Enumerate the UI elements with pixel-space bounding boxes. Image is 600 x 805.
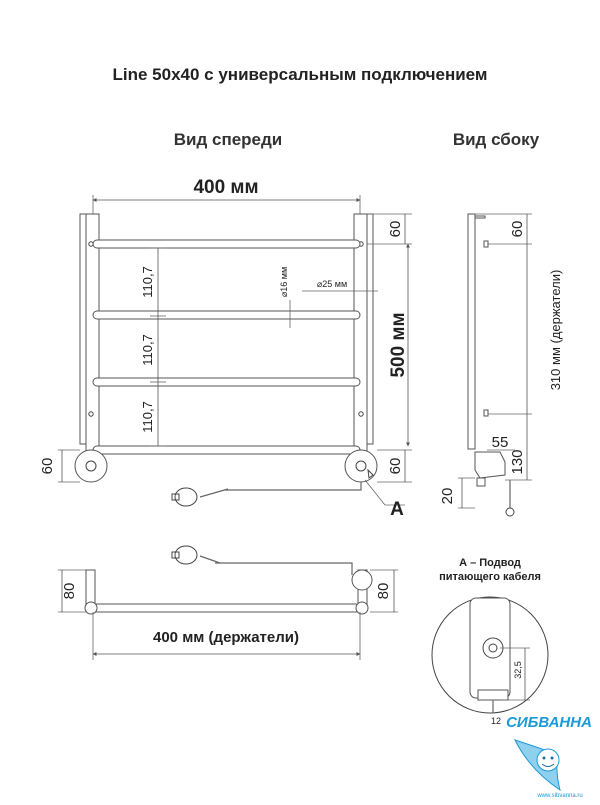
rung-1 [92, 239, 361, 249]
right-fitting [344, 449, 378, 483]
bottom-left-offset-label: 60 [39, 458, 56, 475]
top-width-label: 400 мм (держатели) [153, 629, 299, 646]
brand-url: www.sibvanna.ru [536, 793, 582, 799]
brand-name: СИБВАННА [506, 714, 592, 731]
pipe-diameter-label: ⌀16 мм [279, 267, 289, 297]
detail-title-line2: питающего кабеля [439, 571, 541, 583]
side-bottom-offset-label: 20 [439, 488, 456, 505]
side-top-offset-label: 60 [509, 221, 526, 238]
front-view: 400 мм 110,7 110,7 110,7 ⌀16 мм ⌀25 мм [39, 177, 412, 520]
side-depth-label: 55 [492, 434, 509, 451]
detail-marker-label: A [390, 499, 404, 520]
pitch-1-label: 110,7 [140, 266, 155, 298]
side-holders-label: 310 мм (держатели) [548, 270, 563, 391]
front-view-heading: Вид спереди [174, 130, 283, 149]
rung-3 [92, 377, 361, 387]
right-post [353, 213, 368, 460]
detail-title-line1: А – Подвод [459, 557, 521, 569]
left-post [85, 213, 100, 460]
top-offset-label: 60 [387, 221, 404, 238]
side-post [467, 213, 476, 450]
side-bottom-fitting [474, 451, 506, 479]
top-right-depth-label: 80 [375, 583, 392, 600]
side-bottom-height-label: 130 [509, 449, 526, 474]
pitch-2-label: 110,7 [140, 334, 155, 366]
front-height-label: 500 мм [388, 312, 409, 377]
top-rung [92, 603, 361, 613]
left-fitting [74, 449, 108, 483]
drawing-title: Line 50х40 с универсальным подключением [113, 65, 488, 84]
top-view: 80 80 400 мм (держатели) [58, 545, 398, 660]
front-width-label: 400 мм [193, 177, 258, 198]
rung-2 [92, 310, 361, 320]
pitch-3-label: 110,7 [140, 401, 155, 433]
bottom-right-offset-label: 60 [387, 458, 404, 475]
brand-logo: СИБВАННА www.sibvanna.ru [506, 714, 592, 799]
post-diameter-label: ⌀25 мм [317, 279, 347, 289]
side-view-heading: Вид сбоку [453, 130, 540, 149]
top-left-depth-label: 80 [61, 583, 78, 600]
detail-circle [431, 596, 549, 714]
detail-small-label: 12 [491, 716, 501, 726]
top-plug-icon [174, 545, 198, 565]
detail-vertical-label: 32,5 [513, 661, 523, 679]
side-view: 60 310 мм (держатели) 55 130 20 [439, 213, 563, 517]
detail-a: А – Подвод питающего кабеля 32,5 12 [431, 557, 549, 726]
rung-4 [92, 445, 361, 455]
plug-icon [174, 487, 198, 507]
